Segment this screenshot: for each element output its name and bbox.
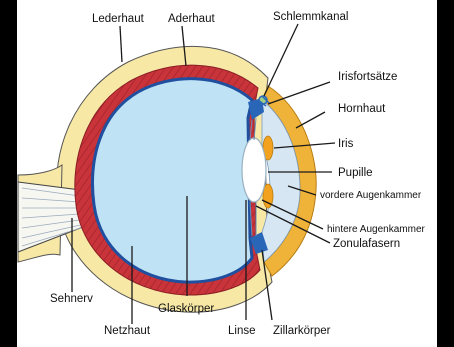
label-schlemmkanal: Schlemmkanal: [273, 11, 348, 23]
label-netzhaut: Netzhaut: [104, 325, 151, 337]
label-hornhaut: Hornhaut: [338, 103, 386, 115]
label-irisfortsaetze: Irisfortsätze: [338, 71, 397, 83]
label-pupille: Pupille: [338, 167, 373, 179]
label-aderhaut: Aderhaut: [168, 13, 215, 25]
label-glaskoerper: Glaskörper: [158, 303, 214, 315]
label-zonulafasern: Zonulafasern: [333, 238, 400, 250]
label-lederhaut: Lederhaut: [92, 13, 145, 25]
label-sehnerv: Sehnerv: [50, 293, 93, 305]
lens: [242, 138, 266, 202]
label-zillarkoerper: Zillarkörper: [273, 325, 331, 337]
label-hintere-augenkammer: hintere Augenkammer: [327, 224, 426, 235]
vitreous-body: [93, 79, 252, 282]
label-vordere-augenkammer: vordere Augenkammer: [320, 190, 422, 201]
label-iris: Iris: [338, 138, 354, 150]
label-linse: Linse: [228, 325, 256, 337]
